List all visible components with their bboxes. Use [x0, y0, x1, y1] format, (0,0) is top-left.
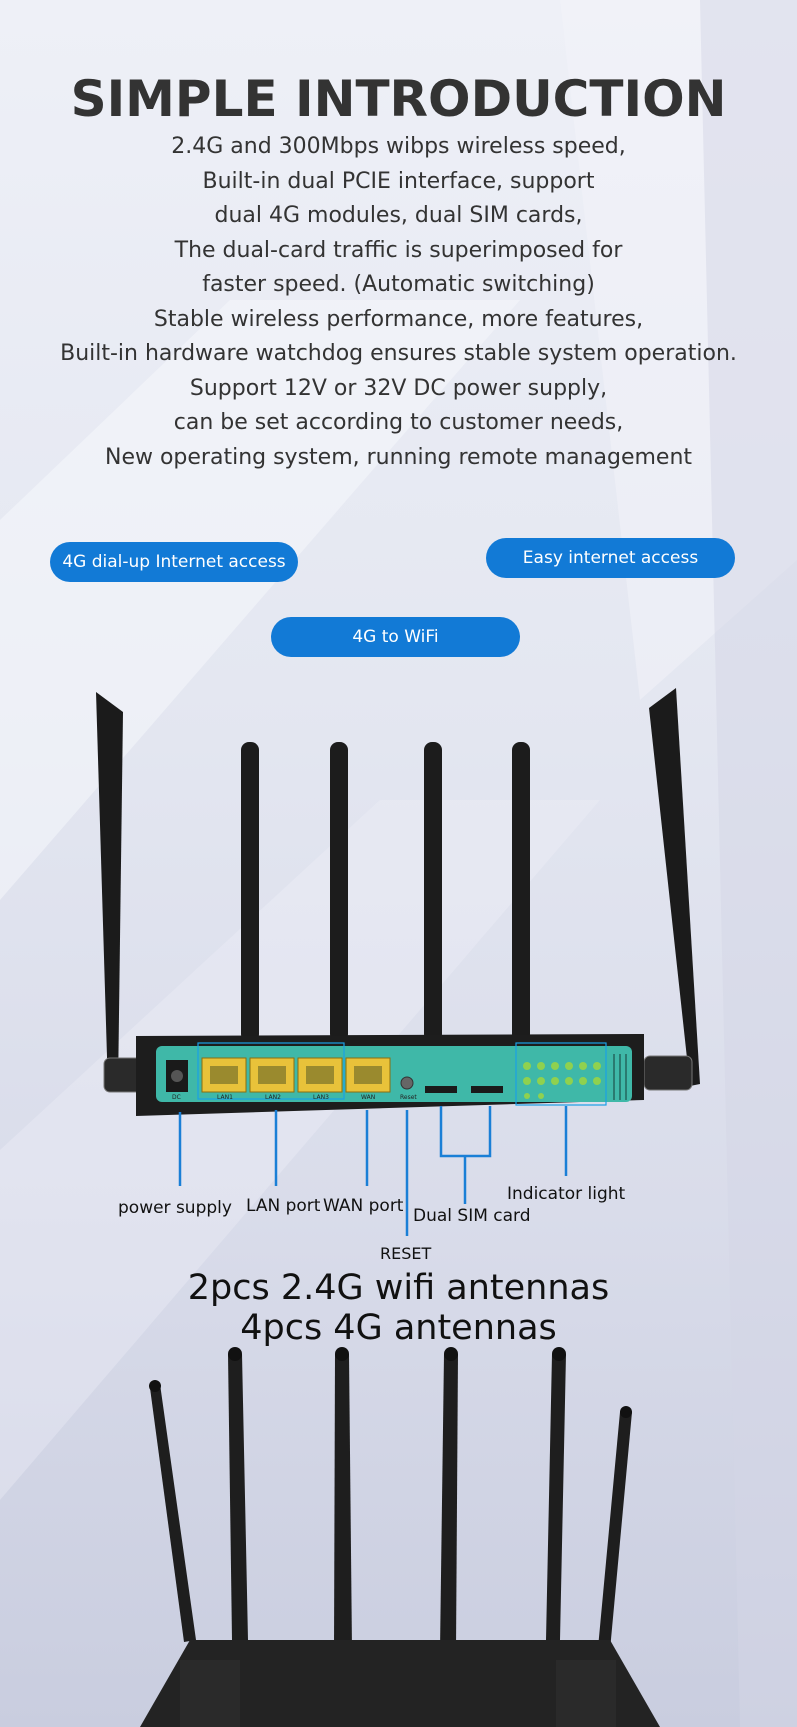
intro-line: The dual-card traffic is superimposed fo… — [174, 237, 623, 263]
intro-line: Support 12V or 32V DC power supply, — [189, 375, 608, 401]
callout-dual-sim: Dual SIM card — [413, 1206, 531, 1226]
antenna — [96, 688, 700, 1090]
callout-lan-port: LAN port — [246, 1196, 321, 1216]
antenna — [150, 1354, 632, 1650]
intro-line: Built-in dual PCIE interface, support — [202, 168, 595, 194]
easy-access-pill: Easy internet access — [486, 538, 735, 578]
router-body — [140, 1640, 660, 1727]
intro-line: New operating system, running remote man… — [104, 444, 693, 470]
dialup-pill: 4G dial-up Internet access — [50, 542, 298, 582]
wifi-pill: 4G to WiFi — [271, 617, 520, 657]
antenna-summary: 2pcs 2.4G wifi antennas 4pcs 4G antennas — [0, 1268, 797, 1348]
callout-lines — [178, 1106, 568, 1236]
page-title: SIMPLE INTRODUCTION — [70, 70, 727, 128]
intro-line: 2.4G and 300Mbps wibps wireless speed, — [171, 134, 626, 159]
intro-line: Built-in hardware watchdog ensures stabl… — [60, 341, 737, 366]
port-label-lan2: LAN2 — [265, 1094, 281, 1101]
port-label-lan1: LAN1 — [217, 1094, 233, 1101]
antenna-line-wifi: 2pcs 2.4G wifi antennas — [187, 1268, 610, 1308]
callout-reset: RESET — [380, 1244, 432, 1263]
intro-text: 2.4G and 300Mbps wibps wireless speed, B… — [0, 130, 797, 475]
antenna — [241, 742, 530, 1042]
callout-power-supply: power supply — [118, 1198, 232, 1218]
intro-line: faster speed. (Automatic switching) — [202, 272, 595, 297]
antenna-line-4g: 4pcs 4G antennas — [240, 1308, 557, 1348]
port-label-dc: DC — [172, 1094, 181, 1101]
callout-indicator-light: Indicator light — [507, 1184, 626, 1204]
port-label-lan3: LAN3 — [313, 1094, 329, 1101]
intro-line: can be set according to customer needs, — [173, 410, 624, 435]
intro-line: Stable wireless performance, more featur… — [153, 306, 644, 332]
port-label-reset: Reset — [400, 1094, 417, 1101]
intro-line: dual 4G modules, dual SIM cards, — [214, 203, 583, 228]
callout-wan-port: WAN port — [323, 1196, 404, 1216]
port-label-wan: WAN — [361, 1094, 376, 1101]
